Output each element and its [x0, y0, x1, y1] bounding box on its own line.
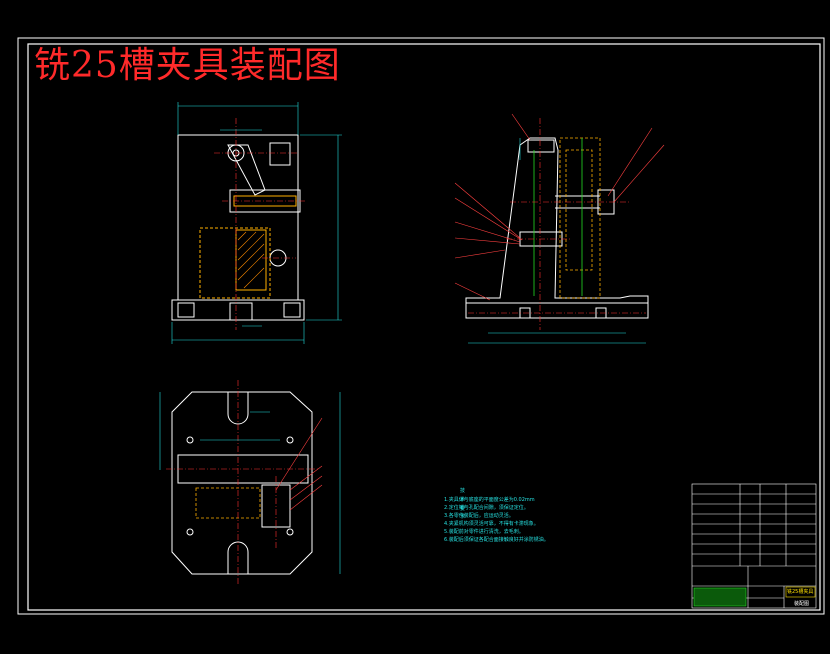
tech-requirements-heading: 技 术 要 求: [460, 488, 468, 521]
title-block-assembly-label: 装配图: [794, 601, 810, 607]
top-view-leaders: [275, 417, 323, 511]
tech-requirement-line: 1.夹具体与底座的平面度公差为0.02mm: [444, 497, 535, 503]
tech-requirement-line: 3.各零件装配后，应运动灵活。: [444, 513, 514, 519]
tech-requirement-line: 5.装配前对零件进行清洗，去毛刺。: [444, 529, 524, 535]
side-view-centerlines: [468, 118, 646, 330]
top-view-dimensions: [159, 392, 341, 574]
tech-requirement-line: 4.夹紧机构须灵活可靠，不得有卡滞现象。: [444, 521, 539, 527]
side-view-dimensions: [468, 138, 646, 344]
title-block: [691, 483, 817, 609]
side-view-leaders: [454, 113, 665, 301]
front-view-hatch: [237, 231, 265, 289]
title-block-green-cell: [693, 587, 747, 607]
side-view-green: [533, 138, 583, 296]
top-view-centerlines: [166, 380, 318, 584]
top-view-hidden: [195, 487, 261, 519]
outer-frame: [17, 37, 825, 615]
side-view-hidden: [559, 137, 601, 299]
inner-frame: [27, 43, 821, 611]
front-view-dimensions: [171, 102, 342, 344]
top-view: [171, 391, 313, 575]
tech-requirement-line: 2.定位销与孔配合间隙，须保证定位。: [444, 505, 529, 511]
tech-requirement-line: 6.装配后须保证各配合面接触良好并涂防锈油。: [444, 537, 549, 543]
title-block-name-cell: [785, 586, 816, 598]
front-view: [171, 134, 305, 321]
front-view-centerlines: [214, 118, 306, 330]
title-block-drawing-name: 铣25槽夹具: [787, 589, 814, 595]
side-view: [465, 137, 649, 319]
drawing-title: 铣25槽夹具装配图: [34, 45, 341, 86]
